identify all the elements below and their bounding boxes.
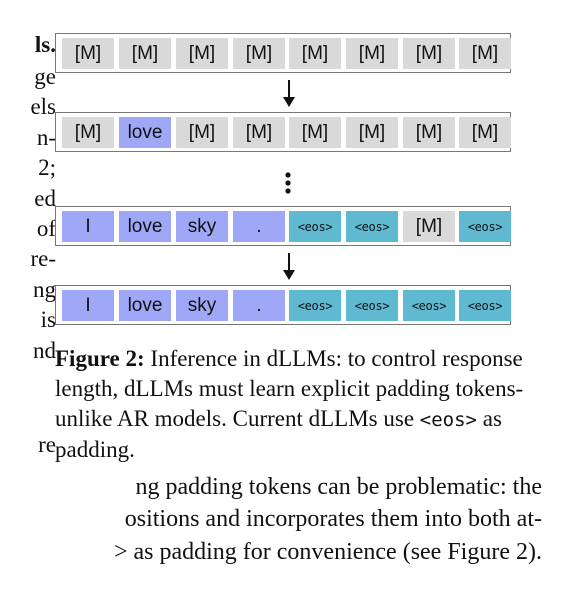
figure-label: Figure 2: [55,346,145,371]
left-fragment: re- [30,246,56,271]
word-token: sky [176,211,228,242]
caption-text: Inference in dLLMs: to control response … [55,346,524,431]
mask-token: [M] [346,117,398,148]
mask-token: [M] [403,117,455,148]
left-fragment: ls. [34,32,56,57]
mask-token: [M] [176,117,228,148]
caption-text-end: as padding. [55,406,502,462]
vertical-ellipsis-icon [284,172,292,199]
eos-token: <eos> [459,211,511,242]
left-fragment: ng [33,277,56,302]
eos-token: <eos> [289,290,341,321]
left-fragment: els [30,94,56,119]
word-token: I [62,211,114,242]
left-fragment: of [36,216,56,241]
mask-token: [M] [459,117,511,148]
word-token: love [119,211,171,242]
mask-token: [M] [289,38,341,69]
mask-token: [M] [346,38,398,69]
left-fragment: ge [34,64,56,89]
body-text: > as padding for convenience (see Figure… [113,539,542,565]
mask-token: [M] [459,38,511,69]
word-token: love [119,117,171,148]
word-token: . [233,290,285,321]
down-arrow-icon [282,80,296,113]
word-token: . [233,211,285,242]
word-token: love [119,290,171,321]
eos-token: <eos> [289,211,341,242]
caption-code: <eos> [419,409,477,431]
mask-token: [M] [289,117,341,148]
mask-token: [M] [176,38,228,69]
eos-token: <eos> [403,290,455,321]
left-fragment: nd [33,338,56,363]
token-row-1: [M][M][M][M][M][M][M][M] [55,33,511,73]
figure-caption: Figure 2: Inference in dLLMs: to control… [55,344,525,465]
left-fragment: re [38,432,56,457]
eos-token: <eos> [459,290,511,321]
left-fragment: is [40,307,56,332]
eos-token: <eos> [346,211,398,242]
mask-token: [M] [62,117,114,148]
body-text: ng padding tokens can be problematic: th… [135,474,542,500]
mask-token: [M] [233,117,285,148]
mask-token: [M] [119,38,171,69]
word-token: sky [176,290,228,321]
mask-token: [M] [403,38,455,69]
mask-token: [M] [62,38,114,69]
eos-token: <eos> [346,290,398,321]
down-arrow-icon [282,253,296,286]
left-fragment: n- [36,125,56,150]
mask-token: [M] [403,211,455,242]
mask-token: [M] [233,38,285,69]
body-text: ositions and incorporates them into both… [124,506,542,532]
token-row-2: [M]love[M][M][M][M][M][M] [55,112,511,152]
left-fragment: ed [34,186,56,211]
word-token: I [62,290,114,321]
left-fragment: 2; [38,155,56,180]
